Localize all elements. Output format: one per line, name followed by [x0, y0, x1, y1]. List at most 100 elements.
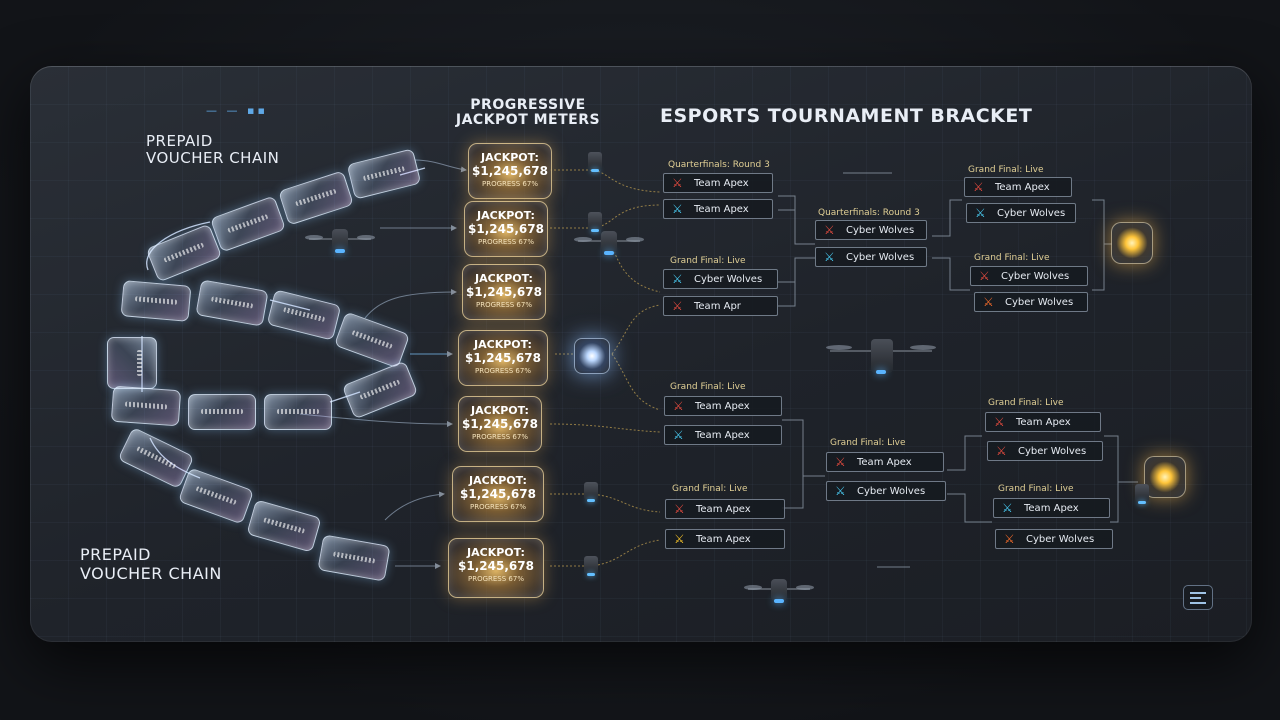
team-name: Team Apex [995, 181, 1050, 193]
jackpot-label: JACKPOT: [469, 474, 527, 487]
team-slot[interactable]: ⚔ Cyber Wolves [970, 266, 1088, 286]
jackpot-meter[interactable]: JACKPOT: $1,245,678 PROGRESS 67% [464, 201, 548, 257]
voucher-icon[interactable] [120, 280, 192, 322]
jackpot-amount: $1,245,678 [462, 417, 538, 431]
jackpot-meter[interactable]: JACKPOT: $1,245,678 PROGRESS 67% [458, 396, 542, 452]
voucher-icon[interactable] [264, 394, 332, 430]
team-logo-icon: ⚔ [835, 455, 846, 469]
jackpot-progress: PROGRESS 67% [478, 238, 534, 246]
bracket-group-label: Grand Final: Live [974, 253, 1050, 263]
jackpot-label: JACKPOT: [477, 209, 535, 222]
team-logo-icon: ⚔ [674, 502, 685, 516]
voucher-icon[interactable] [110, 385, 182, 427]
jackpot-meters-title: PROGRESSIVE JACKPOT METERS [443, 98, 613, 128]
jackpot-meter[interactable]: JACKPOT: $1,245,678 PROGRESS 67% [468, 143, 552, 199]
voucher-icon[interactable] [188, 394, 256, 430]
menu-icon [1190, 602, 1206, 604]
menu-button[interactable] [1183, 585, 1213, 610]
jackpot-meter[interactable]: JACKPOT: $1,245,678 PROGRESS 67% [452, 466, 544, 522]
team-name: Team Apex [696, 533, 751, 545]
jackpot-meter[interactable]: JACKPOT: $1,245,678 PROGRESS 67% [462, 264, 546, 320]
jackpot-meter[interactable]: JACKPOT: $1,245,678 PROGRESS 67% [458, 330, 548, 386]
drone-icon [744, 574, 814, 608]
team-name: Cyber Wolves [857, 485, 926, 497]
team-name: Team Apex [696, 503, 751, 515]
team-name: Cyber Wolves [1005, 296, 1074, 308]
team-slot[interactable]: ⚔ Team Apex [665, 499, 785, 519]
team-logo-icon: ⚔ [1004, 532, 1015, 546]
team-logo-icon: ⚔ [979, 269, 990, 283]
jackpot-title-line-2: JACKPOT METERS [455, 112, 601, 128]
voucher-chain-title-bottom-line-1: PREPAID [80, 545, 151, 564]
team-slot[interactable]: ⚔ Team Apex [993, 498, 1110, 518]
team-slot[interactable]: ⚔ Team Apex [665, 529, 785, 549]
mini-drone-icon [584, 556, 598, 576]
team-name: Team Apex [695, 400, 750, 412]
voucher-chain-title-bottom: PREPAID VOUCHER CHAIN [80, 545, 222, 583]
jackpot-label: JACKPOT: [474, 338, 532, 351]
team-slot[interactable]: ⚔ Team Apr [663, 296, 778, 316]
team-logo-icon: ⚔ [672, 202, 683, 216]
team-slot[interactable]: ⚔ Cyber Wolves [815, 220, 927, 240]
jackpot-progress: PROGRESS 67% [468, 575, 524, 583]
mini-drone-icon [588, 212, 602, 232]
team-logo-icon: ⚔ [674, 532, 685, 546]
team-slot[interactable]: ⚔ Team Apex [664, 396, 782, 416]
team-logo-icon: ⚔ [672, 272, 683, 286]
team-name: Cyber Wolves [694, 273, 763, 285]
team-name: Team Apex [694, 203, 749, 215]
team-name: Cyber Wolves [997, 207, 1066, 219]
jackpot-title-line-1: PROGRESSIVE [470, 97, 586, 113]
voucher-chain-title-bottom-line-2: VOUCHER CHAIN [80, 564, 222, 583]
voucher-icon[interactable] [107, 337, 157, 389]
team-name: Team Apex [1024, 502, 1079, 514]
trophy-orb-icon [1144, 456, 1186, 498]
mini-drone-icon [584, 482, 598, 502]
voucher-chain-title-top-line-1: PREPAID [146, 132, 213, 150]
team-logo-icon: ⚔ [824, 250, 835, 264]
decorative-dashes: — — ▪▪ [206, 104, 268, 117]
jackpot-amount: $1,245,678 [466, 285, 542, 299]
team-slot[interactable]: ⚔ Team Apex [964, 177, 1072, 197]
bracket-group-label: Grand Final: Live [968, 165, 1044, 175]
jackpot-label: JACKPOT: [481, 151, 539, 164]
jackpot-progress: PROGRESS 67% [476, 301, 532, 309]
team-name: Team Apex [1016, 416, 1071, 428]
bracket-group-label: Grand Final: Live [988, 398, 1064, 408]
bracket-group-label: Quarterfinals: Round 3 [818, 208, 920, 218]
team-name: Team Apex [694, 177, 749, 189]
team-slot[interactable]: ⚔ Team Apex [663, 173, 773, 193]
team-slot[interactable]: ⚔ Team Apex [985, 412, 1101, 432]
team-name: Cyber Wolves [1026, 533, 1095, 545]
bracket-group-label: Grand Final: Live [672, 484, 748, 494]
team-slot[interactable]: ⚔ Cyber Wolves [974, 292, 1088, 312]
team-logo-icon: ⚔ [673, 399, 684, 413]
team-slot[interactable]: ⚔ Cyber Wolves [815, 247, 927, 267]
jackpot-amount: $1,245,678 [465, 351, 541, 365]
team-slot[interactable]: ⚔ Cyber Wolves [826, 481, 946, 501]
mini-drone-icon [1135, 484, 1149, 504]
voucher-chain-title-top: PREPAID VOUCHER CHAIN [146, 133, 279, 167]
team-logo-icon: ⚔ [994, 415, 1005, 429]
glow-node-icon [574, 338, 610, 374]
drone-icon [574, 226, 644, 260]
bracket-group-label: Grand Final: Live [670, 382, 746, 392]
team-slot[interactable]: ⚔ Cyber Wolves [663, 269, 778, 289]
jackpot-progress: PROGRESS 67% [482, 180, 538, 188]
team-slot[interactable]: ⚔ Team Apex [826, 452, 944, 472]
jackpot-meter[interactable]: JACKPOT: $1,245,678 PROGRESS 67% [448, 538, 544, 598]
team-slot[interactable]: ⚔ Cyber Wolves [995, 529, 1113, 549]
bracket-group-label: Grand Final: Live [998, 484, 1074, 494]
team-slot[interactable]: ⚔ Cyber Wolves [987, 441, 1103, 461]
drone-icon [305, 224, 375, 258]
team-name: Team Apex [695, 429, 750, 441]
team-logo-icon: ⚔ [835, 484, 846, 498]
team-slot[interactable]: ⚔ Team Apex [664, 425, 782, 445]
jackpot-amount: $1,245,678 [458, 559, 534, 573]
team-logo-icon: ⚔ [996, 444, 1007, 458]
team-slot[interactable]: ⚔ Team Apex [663, 199, 773, 219]
menu-icon [1190, 597, 1202, 599]
team-slot[interactable]: ⚔ Cyber Wolves [966, 203, 1076, 223]
menu-icon [1190, 592, 1206, 594]
